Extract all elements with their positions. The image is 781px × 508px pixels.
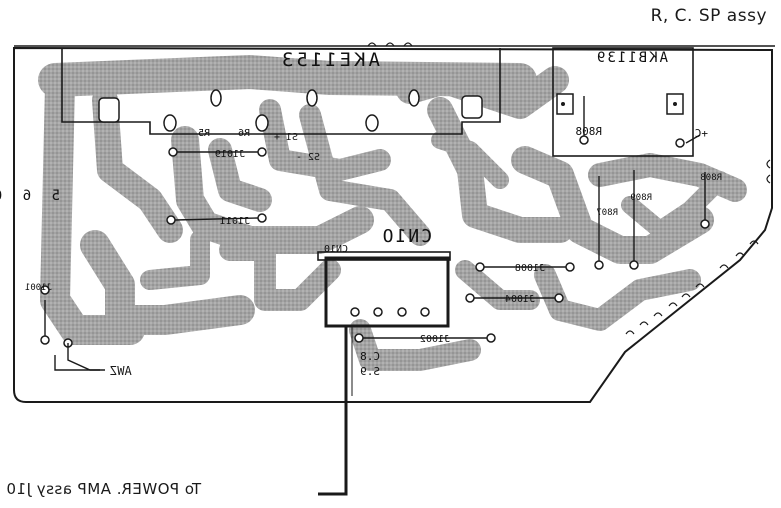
component-outlines: [61, 47, 694, 328]
cable-caption: To POWER. AMP assy J10: [6, 480, 202, 498]
side-label: AWZ: [110, 364, 132, 378]
pads: [40, 89, 710, 348]
svg-text:R809: R809: [630, 193, 652, 203]
relay-block: [552, 47, 694, 157]
edge-notches: [367, 42, 771, 335]
part-number-relay: AKB1139: [595, 50, 668, 66]
jumper-j1004: J1004: [505, 294, 535, 305]
svg-text:S2 -: S2 -: [296, 152, 320, 163]
label-c4: R808: [576, 125, 603, 138]
jumper-j1011: J1011: [220, 216, 250, 227]
board-outline: [13, 46, 773, 403]
svg-text:R6: R6: [238, 128, 250, 139]
component-leads: [44, 96, 706, 371]
copper-traces: [38, 55, 747, 371]
page-title: R, C. SP assy: [650, 6, 767, 26]
part-number-main: AKE1153: [279, 49, 380, 71]
jumper-j1001: J1001: [25, 283, 52, 293]
svg-text:S1 +: S1 +: [274, 132, 298, 143]
side-label-text: AWZ: [110, 364, 132, 378]
connector-cn10: CN10: [324, 244, 348, 255]
svg-text:+C: +C: [695, 127, 708, 140]
svg-text:R807: R807: [596, 208, 618, 218]
jumper-j1008: J1008: [515, 263, 545, 274]
jumper-j1002: J1002: [420, 334, 450, 345]
cable-to-power-amp: [318, 326, 348, 496]
svg-text:S.9: S.9: [360, 365, 380, 378]
svg-text:C.8: C.8: [360, 350, 380, 363]
caption-text: To POWER. AMP assy J10: [6, 480, 202, 498]
svg-text:R5: R5: [198, 128, 210, 139]
edge-marking: 5 6 6 5: [0, 188, 60, 204]
connector-cn10: [324, 256, 450, 328]
jumper-j1019: J1019: [215, 149, 245, 160]
svg-text:R808: R808: [700, 173, 722, 183]
connector-cn1o: CN1O: [381, 226, 432, 247]
